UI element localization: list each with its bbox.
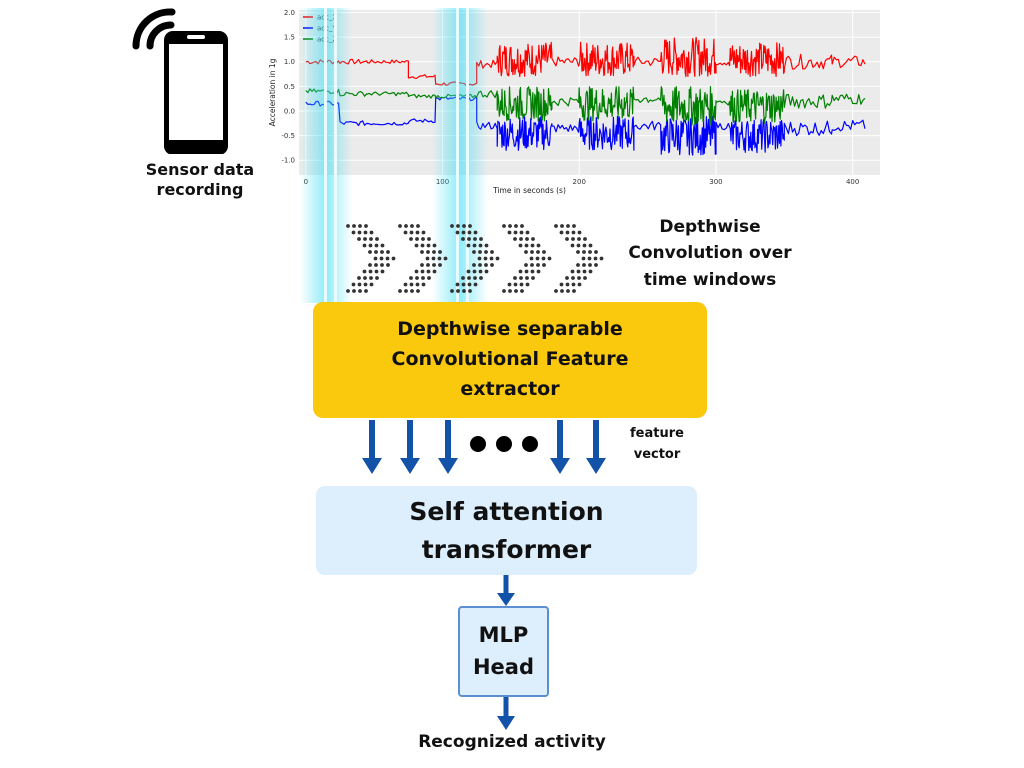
extractor-label-line2: Convolutional Feature	[391, 348, 629, 371]
extractor-label-line3: extractor	[460, 377, 560, 400]
transformer-label: Self attention transformer	[409, 493, 603, 568]
chevron-icon	[346, 224, 396, 293]
y-tick-label: 0.0	[284, 107, 295, 115]
y-tick-label: 0.5	[284, 83, 295, 91]
time-window-2	[432, 8, 488, 303]
y-tick-label: -1.0	[281, 157, 295, 165]
dw-label-line1: Depthwise	[659, 217, 761, 237]
x-tick-label: 400	[846, 178, 859, 186]
sensor-label-line2: recording	[156, 180, 244, 200]
chevron-icon	[450, 224, 500, 293]
y-axis-label: Acceleration in 1g	[268, 58, 277, 126]
signal-wave-inner-icon	[146, 21, 175, 50]
signal-wave-outer-icon	[132, 8, 176, 50]
x-axis-label: Time in seconds (s)	[492, 186, 566, 195]
feature-arrow-4	[550, 420, 570, 474]
dw-label-line2: Convolution over	[628, 243, 792, 264]
y-tick-label: 1.0	[284, 58, 295, 66]
recognized-activity-label: Recognized activity	[418, 732, 606, 752]
fv-label-line2: vector	[633, 446, 681, 462]
transformer-label-line1: Self attention	[409, 497, 604, 526]
time-window-highlights	[300, 8, 500, 303]
fv-label-line1: feature	[630, 426, 684, 441]
feature-extractor-box: Depthwise separable Convolutional Featur…	[313, 302, 707, 418]
ellipsis-dots-icon	[470, 436, 538, 452]
chevron-icon	[554, 224, 604, 293]
down-arrow-icon	[494, 697, 518, 731]
y-tick-label: -0.5	[281, 132, 295, 140]
feature-arrow-1	[362, 420, 382, 474]
smartphone-icon	[130, 4, 240, 155]
depthwise-convolution-label: Depthwise Convolution over time windows	[610, 214, 810, 293]
chevron-icon	[502, 224, 552, 293]
time-window-1	[300, 8, 352, 303]
feature-vector-arrows	[350, 418, 620, 478]
y-tick-label: 1.5	[284, 34, 295, 42]
mlp-label-line2: Head	[472, 654, 535, 679]
sensor-label-line1: Sensor data	[145, 160, 255, 179]
accelerometer-plot: 0100200300400-1.0-0.50.00.51.01.52.0Time…	[250, 2, 890, 198]
feature-vector-label: feature vector	[612, 424, 702, 466]
chevron-icon	[398, 224, 448, 293]
down-arrow-icon	[494, 575, 518, 607]
dotted-chevrons	[340, 222, 610, 298]
mlp-head-label: MLP Head	[473, 620, 534, 683]
mlp-head-box: MLP Head	[458, 606, 549, 697]
x-tick-label: 200	[573, 178, 586, 186]
mlp-label-line1: MLP	[478, 623, 529, 647]
feature-arrow-5	[586, 420, 606, 474]
x-tick-label: 300	[709, 178, 722, 186]
feature-arrow-3	[438, 420, 458, 474]
y-tick-label: 2.0	[284, 9, 295, 17]
sensor-data-label: Sensor data recording	[130, 160, 270, 201]
feature-arrow-2	[400, 420, 420, 474]
dw-label-line3: time windows	[643, 269, 777, 290]
transformer-box: Self attention transformer	[316, 486, 697, 575]
extractor-label-line1: Depthwise separable	[397, 318, 623, 341]
transformer-label-line2: transformer	[421, 534, 592, 564]
feature-extractor-label: Depthwise separable Convolutional Featur…	[392, 315, 629, 404]
